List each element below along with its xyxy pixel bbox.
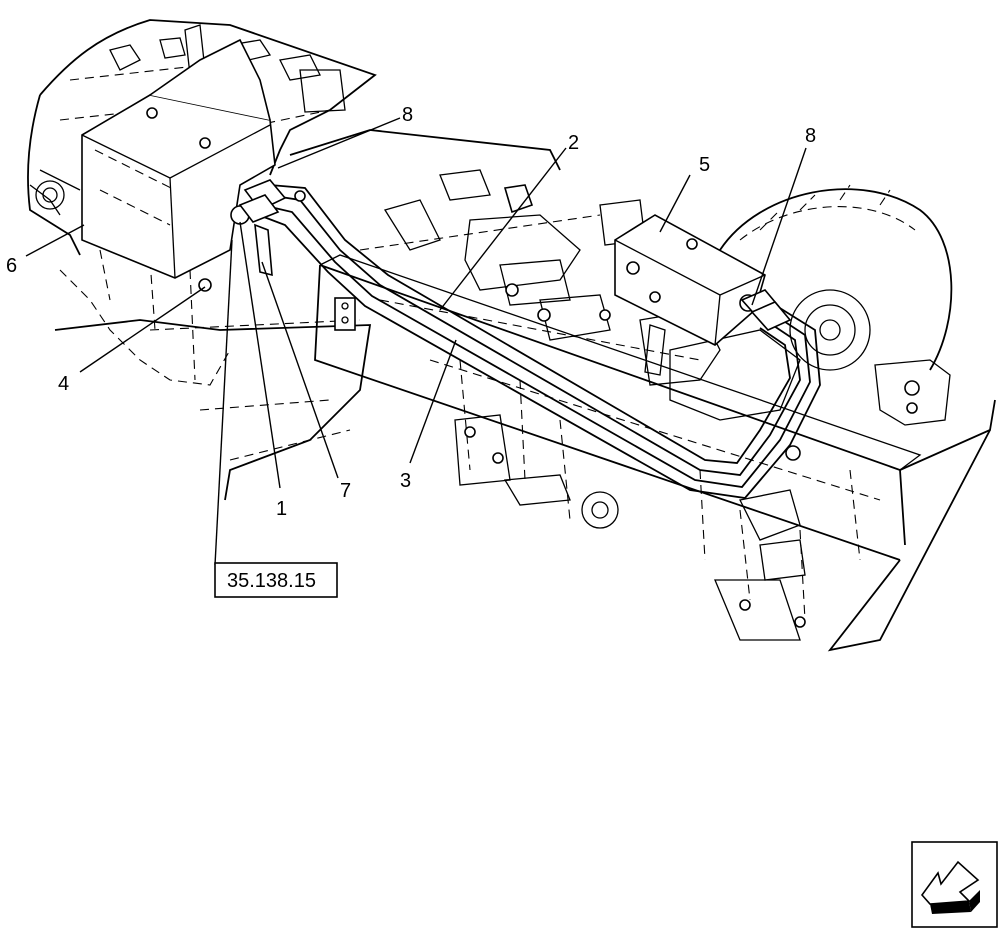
valve-block-left — [81, 38, 276, 292]
leader-lines — [25, 117, 807, 566]
callout-1: 1 — [276, 498, 287, 520]
right-wheel — [719, 184, 953, 426]
callout-2: 2 — [568, 132, 579, 154]
callouts: 8 2 8 5 6 4 3 7 1 — [6, 104, 816, 520]
hydraulic-tubes — [238, 179, 821, 499]
valve-block-right — [614, 214, 766, 376]
previous-page-arrow-icon[interactable] — [911, 841, 998, 928]
reference-box[interactable]: 35.138.15 — [214, 562, 338, 598]
reference-box-label: 35.138.15 — [227, 570, 316, 592]
center-mechanisms — [383, 169, 801, 461]
callout-8-left: 8 — [402, 104, 413, 126]
main-frame-beam — [289, 129, 922, 621]
callout-8-right: 8 — [805, 125, 816, 147]
callout-4: 4 — [58, 373, 69, 395]
callout-6: 6 — [6, 255, 17, 277]
callout-3: 3 — [400, 470, 411, 492]
callout-5: 5 — [699, 154, 710, 176]
right-lower-frame — [454, 399, 996, 652]
callout-7: 7 — [340, 480, 351, 502]
